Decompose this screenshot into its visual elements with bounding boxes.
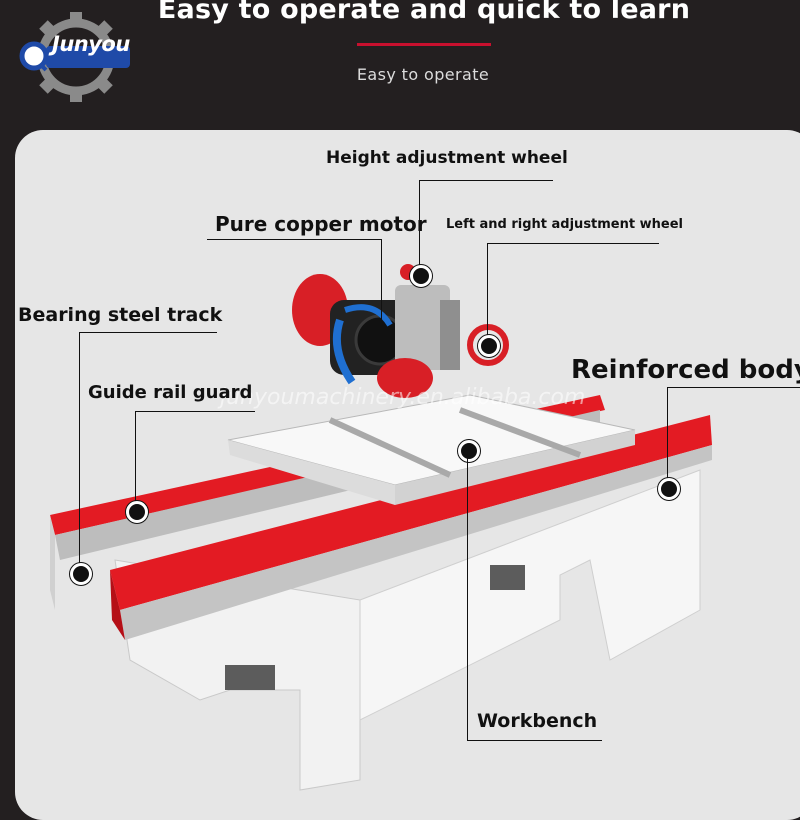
callout-line-lr-wheel-v [487, 243, 488, 335]
label-height-adjustment-wheel: Height adjustment wheel [326, 148, 568, 168]
logo-text: Junyou [52, 32, 130, 56]
watermark-text: junyoumachinery.en.alibaba.com [220, 385, 586, 410]
callout-line-guard-h [135, 411, 255, 412]
page-subtitle: Easy to operate [356, 65, 490, 84]
callout-line-height-wheel-v [419, 180, 420, 274]
callout-dot-icon [658, 478, 680, 500]
label-reinforced-body: Reinforced body [571, 355, 800, 385]
callout-line-bearing-v [79, 332, 80, 564]
callout-dot-icon [458, 440, 480, 462]
callout-line-body-h [667, 387, 800, 388]
callout-line-body-v [667, 387, 668, 479]
page-title: Easy to operate and quick to learn [157, 0, 691, 25]
callout-dot-icon [410, 265, 432, 287]
callout-dot-icon [70, 563, 92, 585]
callout-line-motor-h [207, 239, 381, 240]
label-pure-copper-motor: Pure copper motor [215, 212, 427, 236]
label-left-right-adjustment-wheel: Left and right adjustment wheel [446, 217, 683, 232]
callout-dot-icon [478, 335, 500, 357]
header: Easy to operate and quick to learn Easy … [0, 0, 800, 130]
gear-logo-icon [19, 12, 130, 102]
callout-line-height-wheel-h [419, 180, 553, 181]
callout-line-guard-v [135, 411, 136, 503]
callout-line-workbench-v [467, 455, 468, 741]
callout-dot-icon [126, 501, 148, 523]
callout-line-motor-v [381, 239, 382, 329]
callout-line-workbench-h [467, 740, 602, 741]
label-guide-rail-guard: Guide rail guard [88, 382, 253, 403]
callout-line-bearing-h [79, 332, 217, 333]
title-underline [357, 43, 491, 46]
tile-cutter-machine-illustration [50, 264, 712, 791]
label-bearing-steel-track: Bearing steel track [18, 304, 223, 326]
label-workbench: Workbench [477, 710, 598, 732]
callout-line-lr-wheel-h [487, 243, 659, 244]
